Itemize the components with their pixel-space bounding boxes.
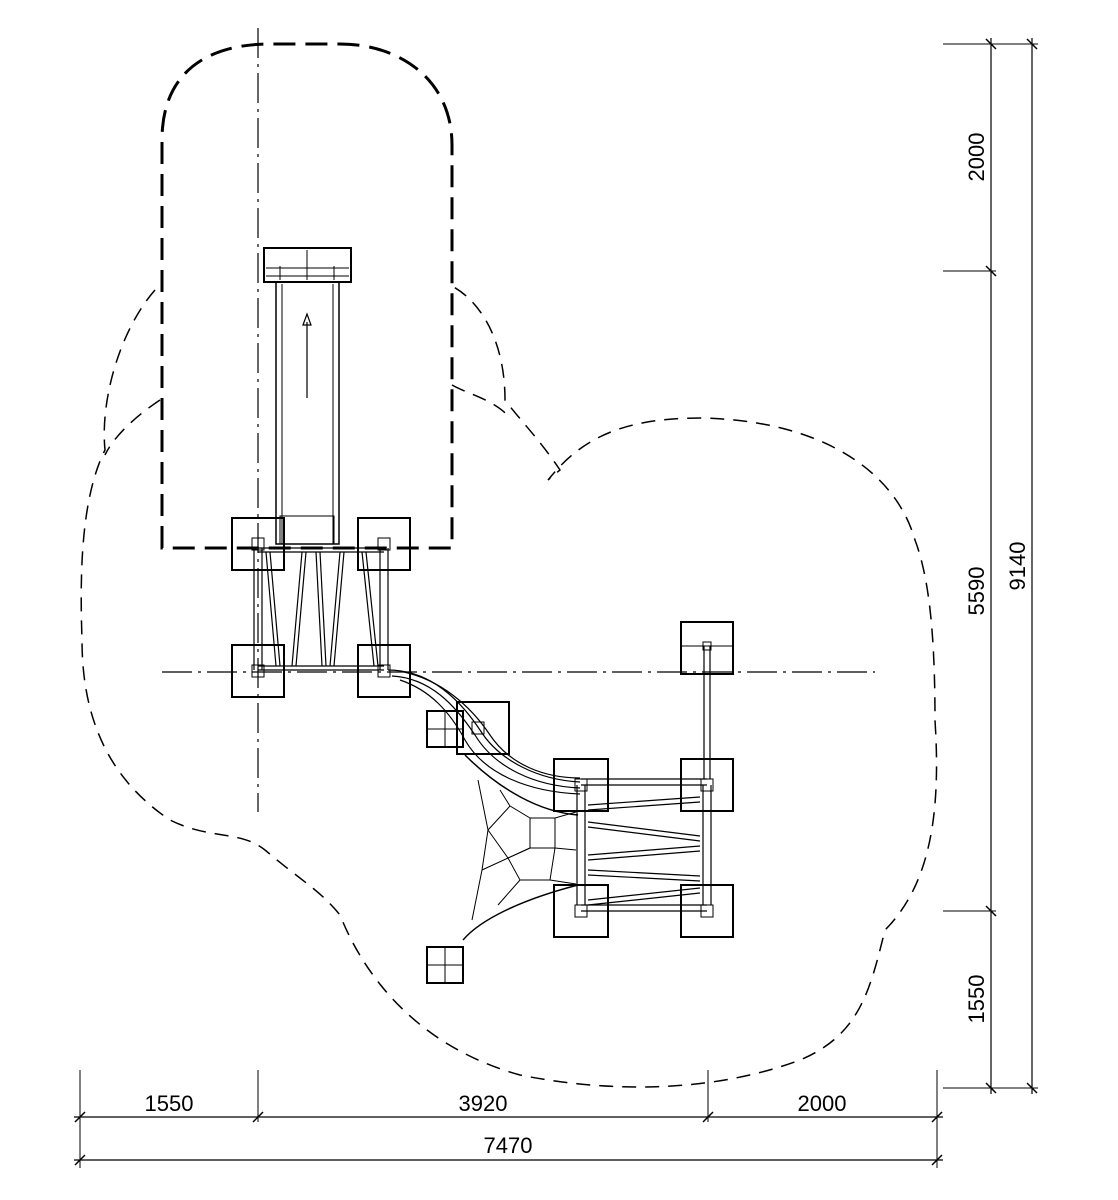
safety-zone-inner-curve [104,399,161,456]
tower-a [231,517,411,698]
curved-bridge [387,669,581,795]
dim-h-segment-1: 1550 [145,1091,194,1116]
dim-h-segment-3: 2000 [798,1091,847,1116]
horizontal-dimension-chain [74,1070,943,1168]
dim-v-segment-2: 5590 [964,567,989,616]
dim-h-total: 7470 [484,1133,533,1158]
dim-v-segment-3: 1550 [964,975,989,1024]
tower-b [553,646,734,938]
vertical-dimension-chain [943,38,1038,1094]
post-footing [357,517,411,571]
upper-right-post [680,621,734,675]
dim-v-segment-1: 2000 [964,133,989,182]
slide [263,247,352,545]
climbing-net [462,754,579,941]
middle-post [456,701,510,755]
safety-zone-outline [80,284,938,1088]
post-footing [231,644,285,698]
dim-h-segment-2: 3920 [459,1091,508,1116]
post-footing [231,517,285,571]
small-post [426,946,464,984]
slide-zone-outline [160,42,454,550]
safety-zone-inner-curve-2 [451,384,511,419]
post-footing [357,644,411,698]
dim-v-total: 9140 [1005,542,1030,591]
